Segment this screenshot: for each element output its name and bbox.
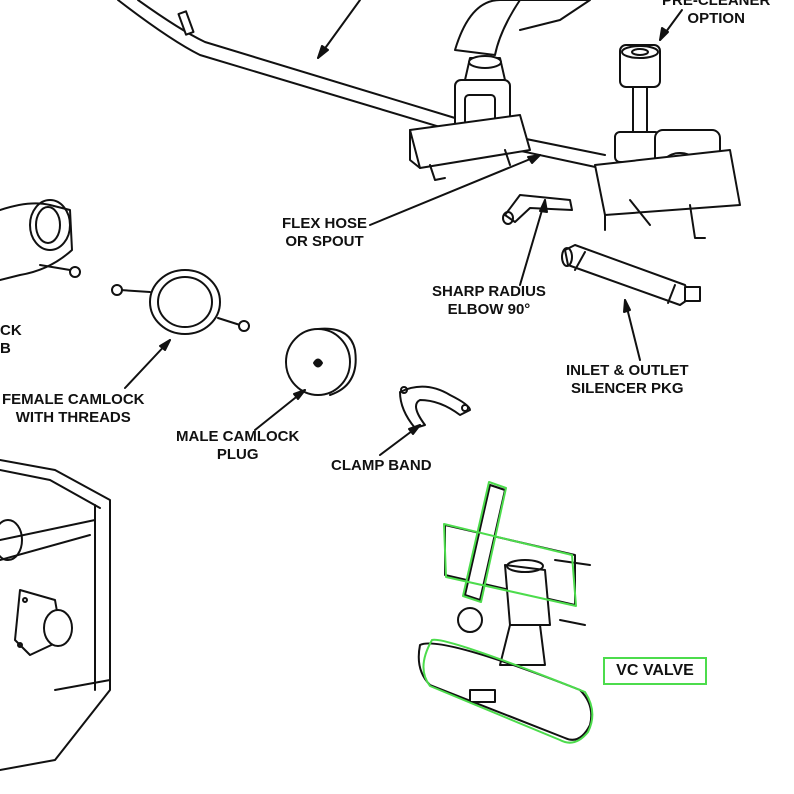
clamp-band-part — [399, 385, 471, 429]
label-flex-hose: FLEX HOSE OR SPOUT — [282, 215, 368, 250]
leader-lines — [124, 0, 683, 456]
hopper-box — [0, 459, 111, 771]
male-camlock-part — [285, 327, 357, 396]
vc-valve-highlight — [422, 481, 594, 744]
label-male-camlock: MALE CAMLOCK PLUG — [176, 428, 300, 463]
label-pre-cleaner: PRE-CLEANER OPTION — [662, 0, 771, 27]
sharp-elbow-part — [502, 194, 573, 225]
blower-assembly — [409, 0, 591, 181]
conveying-pipe — [117, 0, 606, 169]
female-camlock-part — [111, 269, 250, 335]
label-sharp-elbow: SHARP RADIUS ELBOW 90° — [432, 283, 546, 318]
silencer-part — [561, 244, 701, 306]
motor-unit — [594, 44, 741, 239]
camlock-partial — [0, 199, 81, 281]
label-vc-valve: VC VALVE — [603, 657, 707, 685]
label-partial-left: CK B — [0, 322, 22, 357]
label-silencer: INLET & OUTLET SILENCER PKG — [566, 362, 689, 397]
label-clamp-band: CLAMP BAND — [331, 457, 432, 474]
label-female-camlock: FEMALE CAMLOCK WITH THREADS — [2, 391, 145, 426]
